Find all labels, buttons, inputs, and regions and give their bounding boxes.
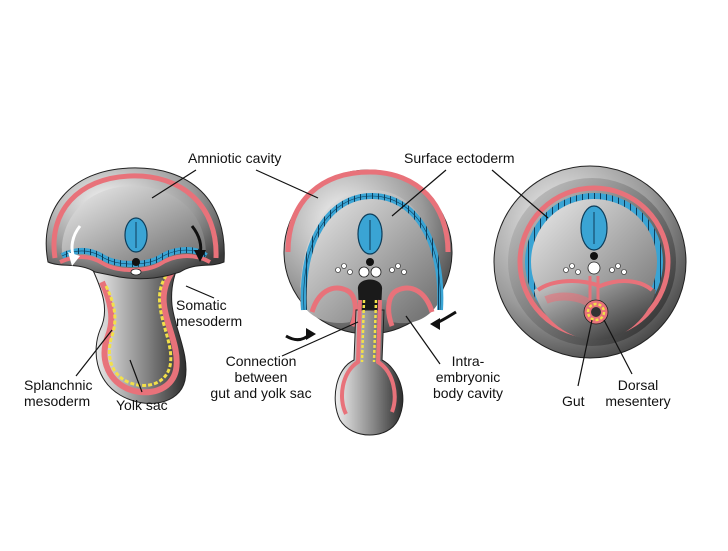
label-dorsal-mesentery: Dorsal mesentery (605, 377, 671, 409)
label-intraembryonic-body-cavity: Intra- embryonic body cavity (432, 353, 504, 401)
stage-three-embryo (493, 165, 687, 359)
leader-lines (75, 169, 633, 393)
label-yolk-sac: Yolk sac (116, 397, 168, 413)
label-gut: Gut (562, 393, 585, 409)
label-surface-ectoderm: Surface ectoderm (404, 150, 515, 166)
label-connection-gut-yolk-sac: Connection between gut and yolk sac (210, 353, 312, 401)
stage-two-embryo (283, 169, 457, 436)
label-somatic-mesoderm: Somatic mesoderm (176, 297, 243, 329)
label-splanchnic-mesoderm: Splanchnic mesoderm (24, 377, 93, 409)
label-amniotic-cavity: Amniotic cavity (188, 150, 282, 166)
stage-one-embryo (45, 167, 225, 404)
